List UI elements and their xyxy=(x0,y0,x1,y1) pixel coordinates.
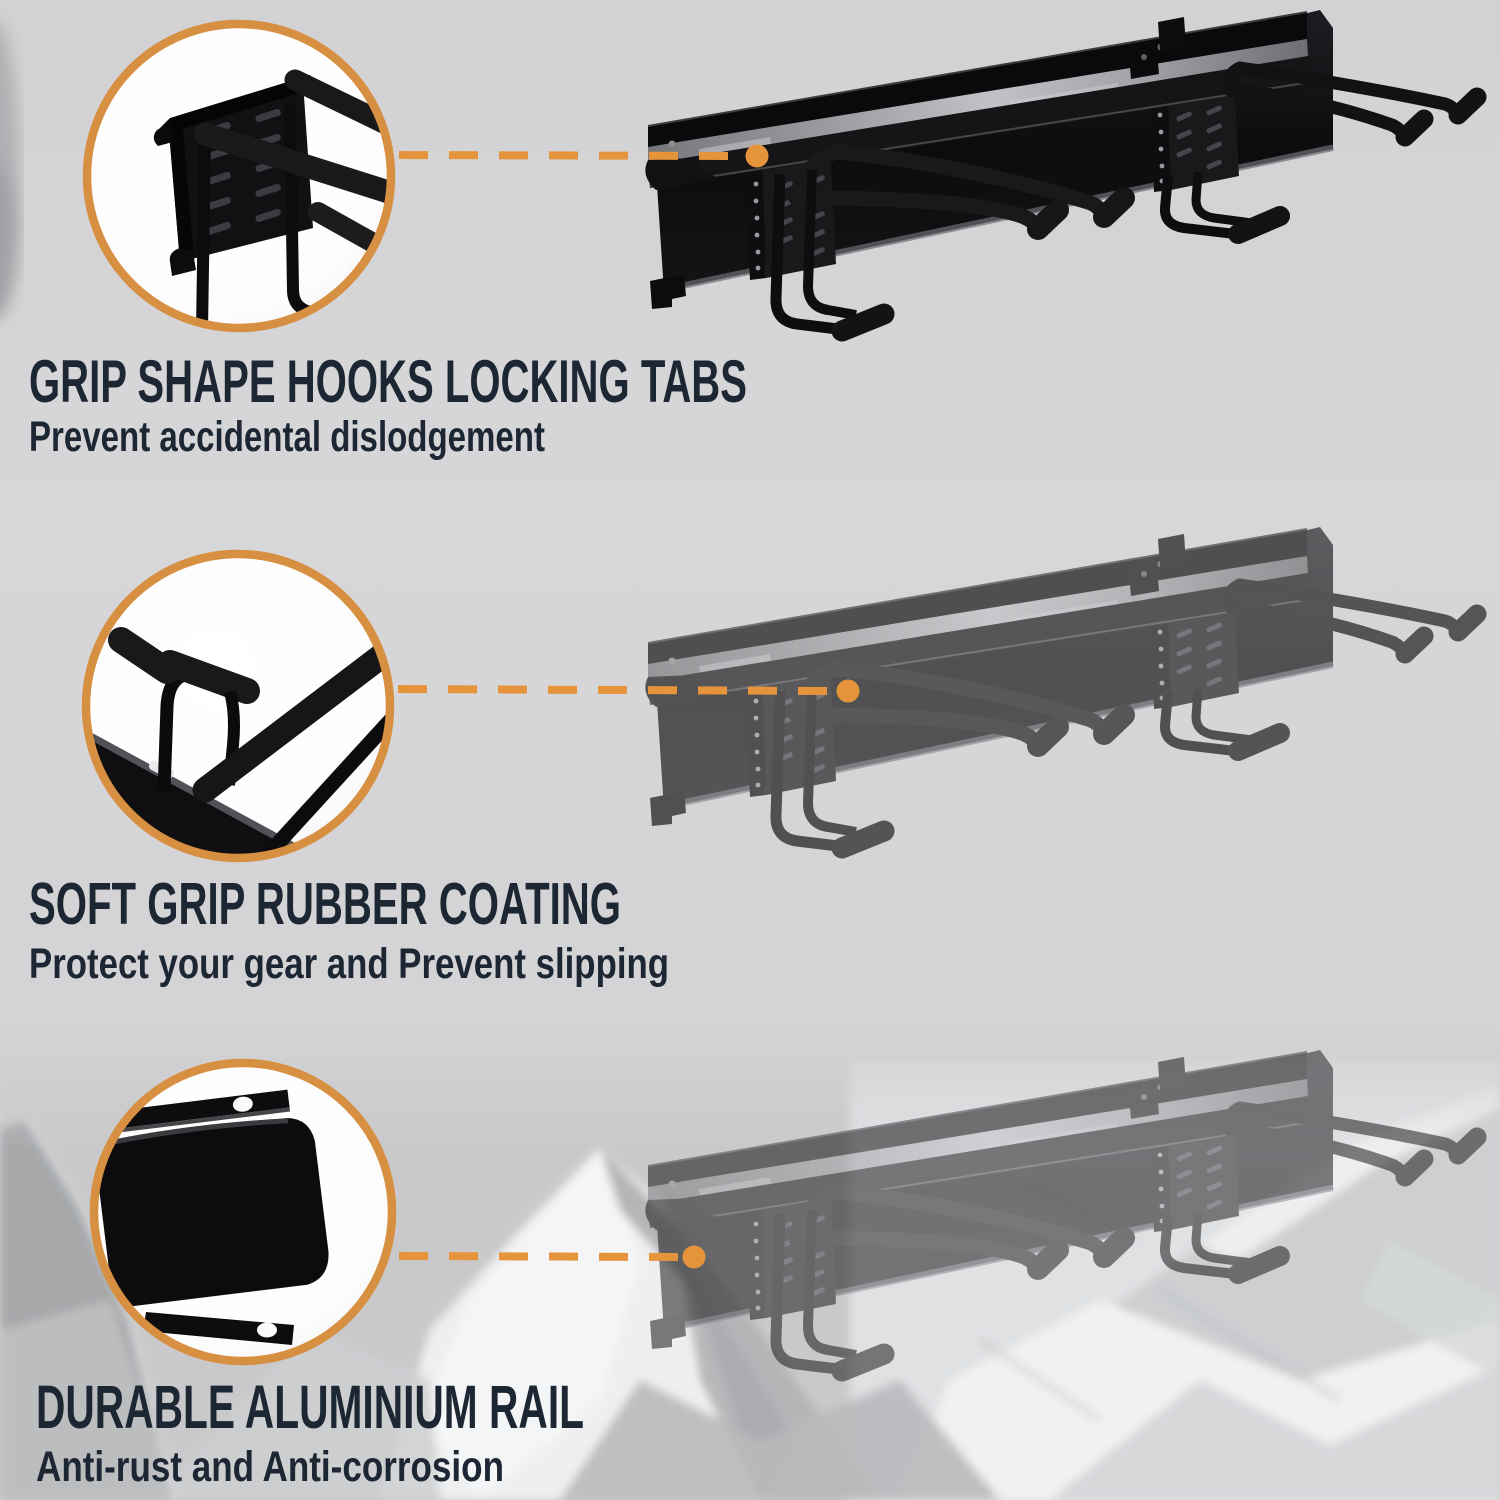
svg-text:Protect your gear and Prevent: Protect your gear and Prevent slipping xyxy=(29,940,669,988)
svg-text:GRIP SHAPE HOOKS LOCKING TABS: GRIP SHAPE HOOKS LOCKING TABS xyxy=(29,348,747,415)
svg-text:SOFT GRIP RUBBER COATING: SOFT GRIP RUBBER COATING xyxy=(29,871,621,937)
svg-text:Prevent accidental dislodgemen: Prevent accidental dislodgement xyxy=(29,413,545,461)
svg-text:DURABLE ALUMINIUM RAIL: DURABLE ALUMINIUM RAIL xyxy=(36,1373,584,1441)
svg-text:Anti-rust and Anti-corrosion: Anti-rust and Anti-corrosion xyxy=(36,1443,504,1491)
